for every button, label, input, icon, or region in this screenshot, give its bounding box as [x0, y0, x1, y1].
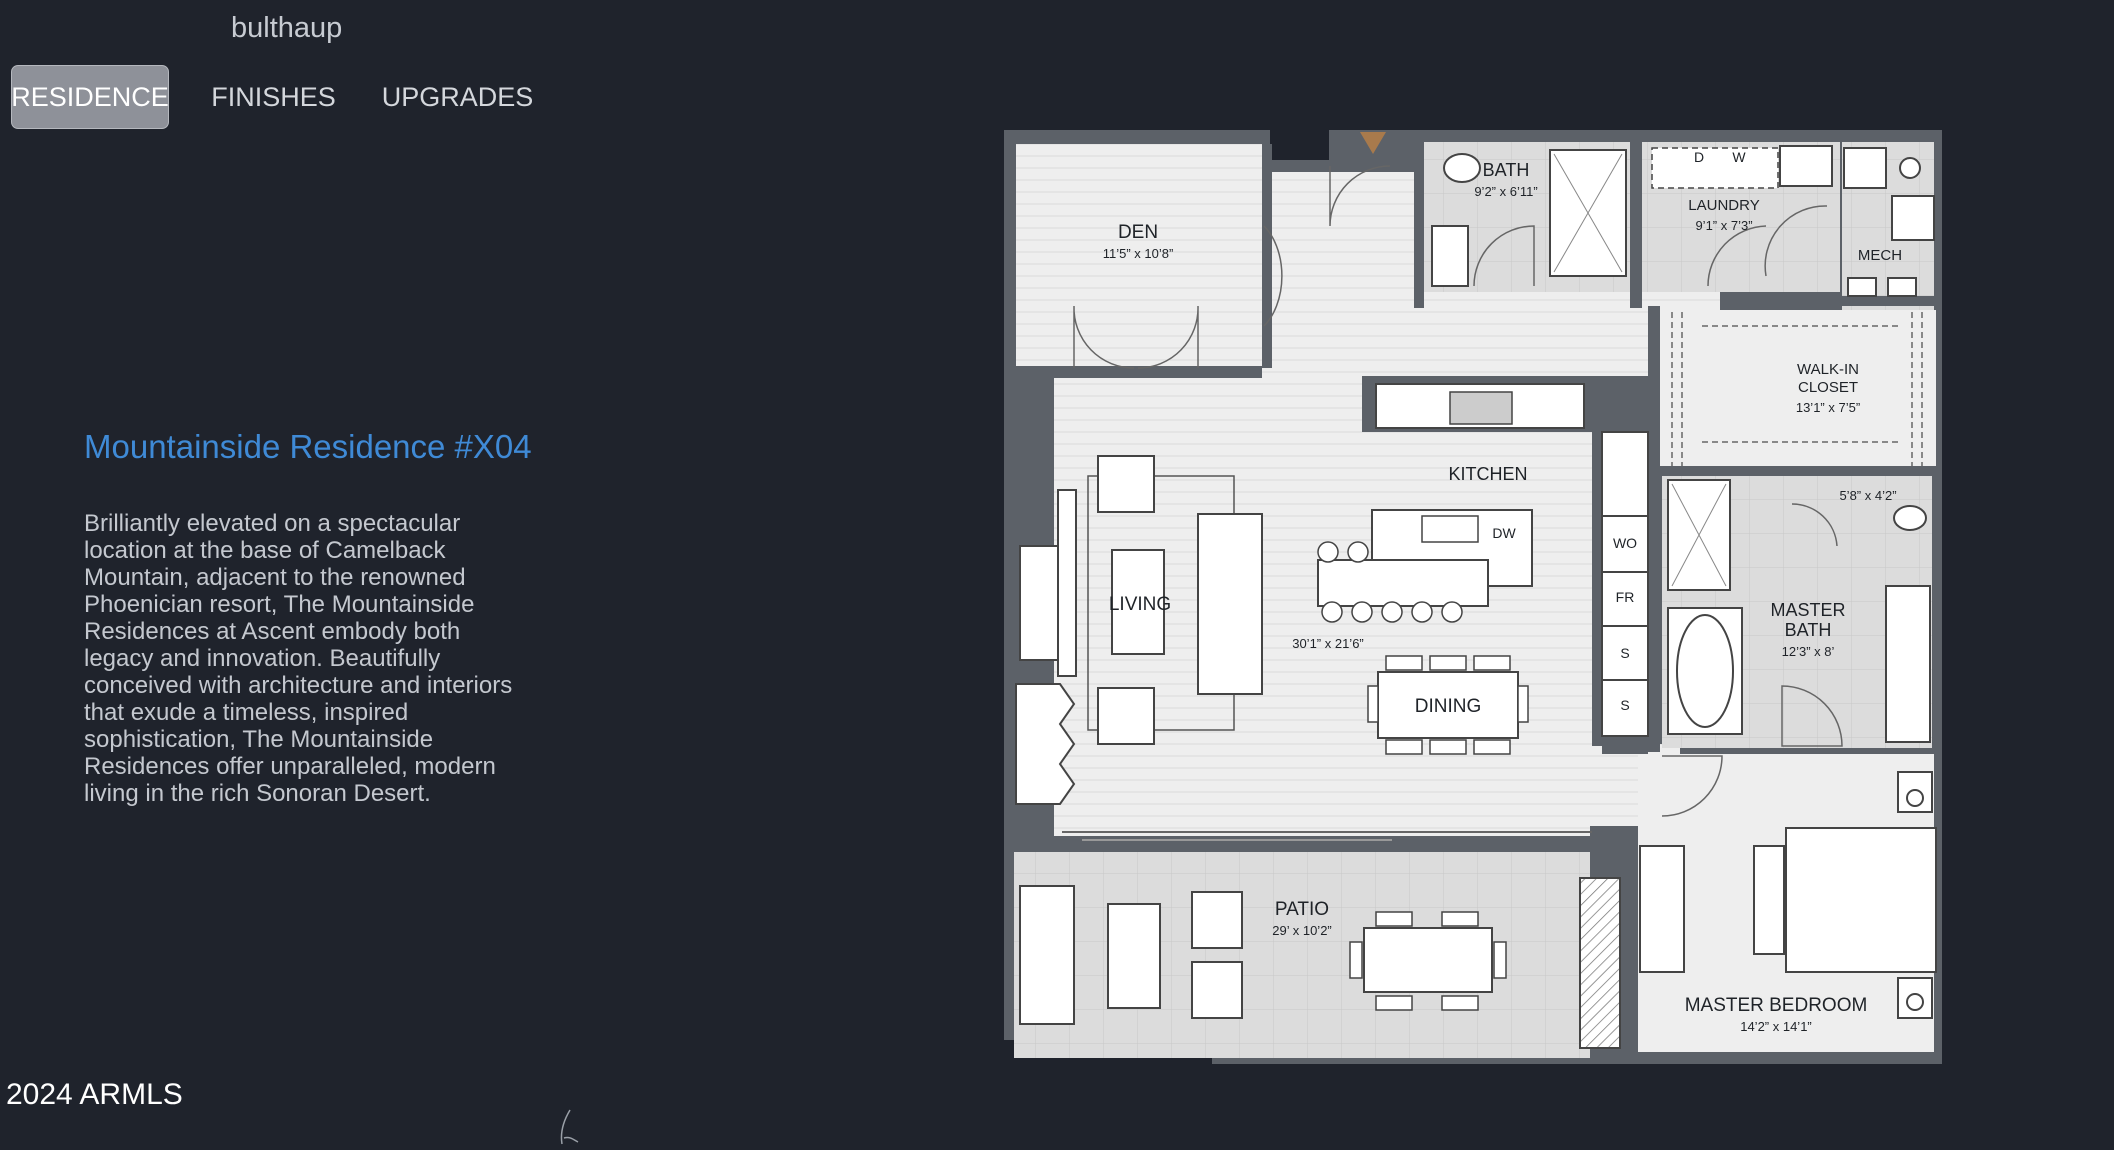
kitchen-label: KITCHEN: [1448, 464, 1527, 484]
patio-dim: 29’ x 10’2”: [1272, 923, 1332, 938]
den-label: DEN: [1118, 222, 1158, 243]
living-dim: 30’1” x 21’6”: [1292, 636, 1364, 651]
kitchen-wo-label: WO: [1613, 535, 1637, 551]
brand-label: bulthaup: [231, 12, 343, 44]
kitchen-fr-label: FR: [1616, 589, 1635, 605]
den-dim: 11’5” x 10’8”: [1103, 246, 1174, 261]
tab-bar: RESIDENCE FINISHES UPGRADES: [11, 65, 537, 129]
bath-dim: 9’2” x 6’11”: [1474, 184, 1537, 199]
tab-upgrades[interactable]: UPGRADES: [381, 81, 534, 112]
patio-area: [1014, 852, 1594, 1058]
living-label: LIVING: [1109, 594, 1171, 615]
master-bath-label-2: BATH: [1785, 620, 1832, 640]
walkin-dim: 13’1” x 7’5”: [1796, 400, 1860, 415]
walkin-label-1: WALK-IN: [1797, 361, 1859, 378]
walkin-closet: [1660, 310, 1936, 466]
wc-dim: 5’8” x 4’2”: [1839, 488, 1896, 503]
floor-plan[interactable]: DEN 11’5” x 10’8” BATH 9’2” x 6’11” D W …: [1002, 126, 1942, 1066]
kitchen-s2-label: S: [1620, 697, 1629, 713]
tab-residence[interactable]: RESIDENCE: [11, 65, 169, 129]
residence-description: Brilliantly elevated on a spectacular lo…: [84, 510, 513, 807]
dining-label: DINING: [1415, 696, 1482, 717]
laundry-w-label: W: [1732, 149, 1746, 165]
master-bedroom-dim: 14’2” x 14’1”: [1740, 1019, 1812, 1034]
master-bath-label-1: MASTER: [1770, 600, 1845, 620]
den-room: [1016, 144, 1262, 368]
laundry-label: LAUNDRY: [1688, 197, 1759, 214]
laundry-d-label: D: [1694, 149, 1704, 165]
kitchen-dw-label: DW: [1492, 525, 1516, 541]
bath-label: BATH: [1483, 160, 1530, 180]
walkin-label-2: CLOSET: [1798, 379, 1858, 396]
master-bath-dim: 12’3” x 8’: [1782, 644, 1835, 659]
scribble-mark: [560, 1109, 579, 1145]
residence-title: Mountainside Residence #X04: [84, 428, 532, 465]
copyright-label: 2024 ARMLS: [6, 1078, 183, 1111]
laundry-dim: 9’1” x 7’3”: [1695, 218, 1752, 233]
master-bedroom-label: MASTER BEDROOM: [1685, 995, 1868, 1016]
patio-label: PATIO: [1275, 899, 1329, 920]
kitchen-s1-label: S: [1620, 645, 1629, 661]
mech-label: MECH: [1858, 247, 1902, 264]
entry-marker-icon: [1360, 132, 1386, 154]
tab-finishes[interactable]: FINISHES: [211, 81, 336, 112]
